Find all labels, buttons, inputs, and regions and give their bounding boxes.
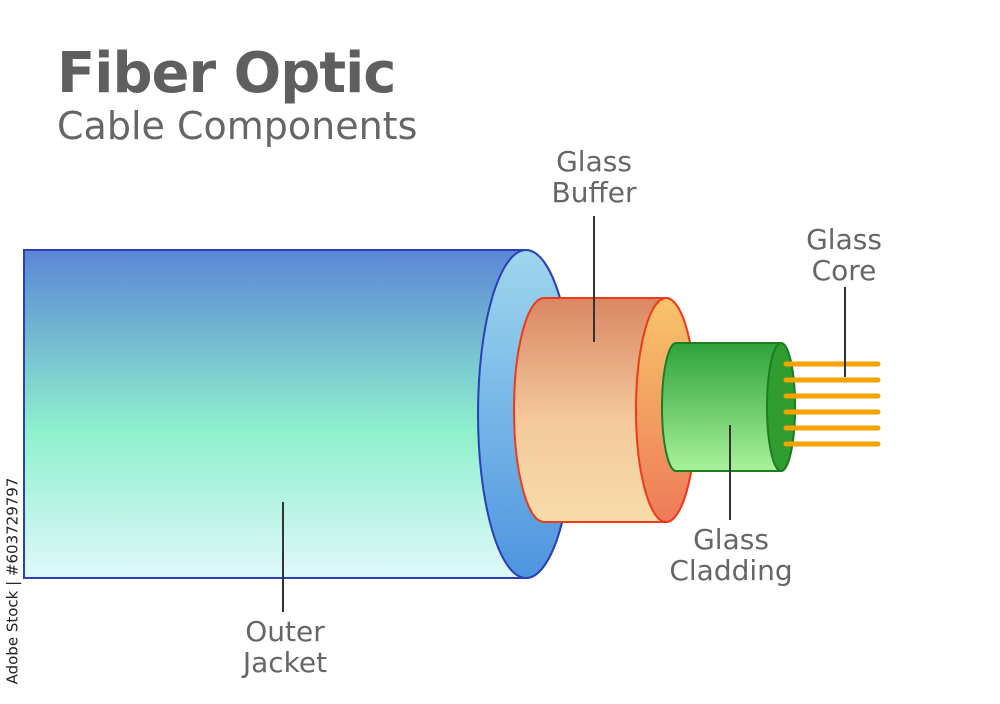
- stock-credit: Adobe Stock | #603729797: [2, 466, 22, 696]
- label-outer-jacket-line2: Jacket: [242, 646, 328, 679]
- outer-jacket: [23, 249, 575, 579]
- glass-cladding: [661, 342, 796, 472]
- label-glass-buffer-line2: Buffer: [551, 176, 637, 209]
- label-glass-cladding: Glass Cladding: [658, 524, 804, 586]
- glass-core-fibers: [783, 361, 881, 447]
- label-glass-cladding-line1: Glass: [693, 523, 769, 556]
- page-subtitle: Cable Components: [57, 104, 418, 148]
- leader-lines: [282, 216, 846, 612]
- label-glass-buffer-line1: Glass: [556, 145, 632, 178]
- label-glass-buffer: Glass Buffer: [532, 146, 656, 208]
- label-outer-jacket-line1: Outer: [245, 615, 325, 648]
- label-glass-core-line2: Core: [811, 254, 877, 287]
- label-outer-jacket: Outer Jacket: [228, 616, 342, 678]
- label-glass-cladding-line2: Cladding: [669, 554, 793, 587]
- label-glass-core-line1: Glass: [806, 223, 882, 256]
- label-glass-core: Glass Core: [784, 224, 904, 286]
- page-title: Fiber Optic: [57, 41, 396, 106]
- stock-credit-text: Adobe Stock | #603729797: [3, 477, 21, 685]
